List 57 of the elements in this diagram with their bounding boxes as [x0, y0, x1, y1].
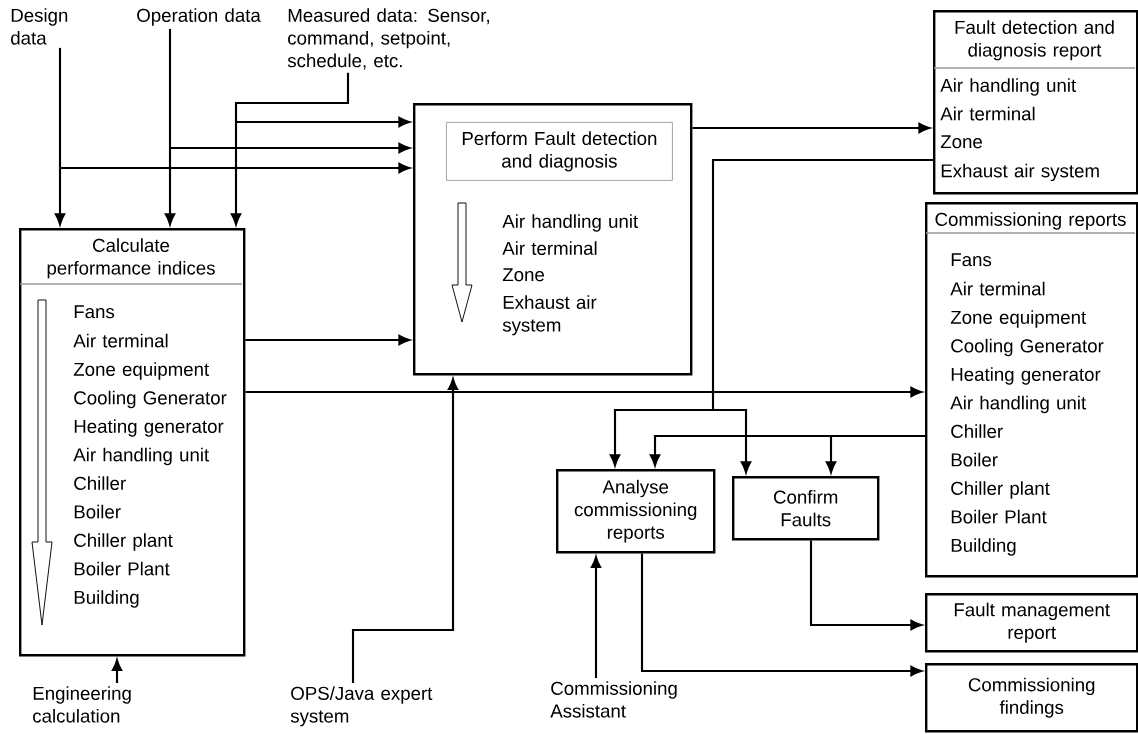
list-item: Chiller plant	[74, 533, 173, 551]
branching-arrow	[54, 47, 410, 225]
report-box: Commissioning findings	[925, 663, 1138, 733]
process-box: Confirm Faults	[732, 476, 880, 541]
list-item: Building	[951, 538, 1016, 556]
list-item: Boiler Plant	[74, 561, 170, 576]
list-item: Exhaust air system	[941, 163, 1099, 182]
list-item: Building	[74, 590, 139, 608]
input-label: Engineering calculation	[33, 686, 131, 723]
report-box: Fault management report	[925, 593, 1138, 653]
arrow	[245, 334, 410, 346]
list-item: Fans	[74, 305, 115, 319]
list-item: Chiller	[74, 476, 126, 490]
input-label: Design data	[11, 8, 68, 45]
arrow	[692, 122, 931, 134]
title-box: Perform Fault detection and diagnosis	[446, 122, 673, 181]
list-item: Boiler Plant	[951, 509, 1047, 524]
input-label: Measured data: Sensor, command, setpoint, schedule, etc.	[287, 8, 489, 70]
list-item: Air handling unit	[73, 447, 210, 466]
arrow	[111, 659, 123, 683]
list-item: Air handling unit	[950, 395, 1087, 414]
input-label: Operation data	[137, 8, 261, 26]
list-item: Heating generator	[74, 419, 224, 437]
list-item: Air handling unit	[502, 214, 639, 232]
arrow	[245, 386, 922, 398]
list-item: Boiler	[74, 504, 121, 519]
list-item: Heating generator	[951, 367, 1101, 385]
arrow	[809, 540, 922, 631]
input-label: OPS/Java expert system	[290, 686, 433, 727]
list-item: Air terminal	[940, 106, 1035, 121]
list-item: Chiller plant	[951, 481, 1050, 499]
arrow	[590, 556, 602, 678]
list-item: Boiler	[951, 452, 998, 467]
list-item: Cooling Generator	[74, 390, 227, 409]
list-item: Air handling unit	[940, 78, 1077, 96]
process-box: Analyse commissioning reports	[556, 469, 716, 554]
list-item: Zone equipment	[950, 310, 1087, 328]
list-item: Zone equipment	[73, 362, 210, 380]
list-item: Zone	[502, 268, 544, 282]
list-item: Fans	[951, 253, 992, 267]
list-item: Air terminal	[502, 241, 597, 255]
branching-arrow	[230, 72, 410, 225]
list-item: Air terminal	[73, 333, 168, 348]
arrow	[351, 378, 459, 683]
branching-arrow	[609, 158, 933, 473]
box-heading: Fault detection and diagnosis report	[955, 20, 1114, 61]
list-item: Cooling Generator	[951, 338, 1104, 357]
branching-arrow	[164, 28, 410, 225]
arrow	[640, 553, 922, 677]
list-item: Zone	[940, 135, 982, 149]
box-heading: Commissioning reports	[935, 212, 1126, 230]
branching-arrow	[649, 434, 925, 473]
box-heading: Calculate performance indices	[47, 238, 215, 279]
input-label: Commissioning Assistant	[550, 681, 677, 718]
list-item: Chiller	[951, 424, 1003, 438]
list-item: Exhaust air system	[502, 295, 597, 336]
list-item: Air terminal	[950, 281, 1045, 296]
